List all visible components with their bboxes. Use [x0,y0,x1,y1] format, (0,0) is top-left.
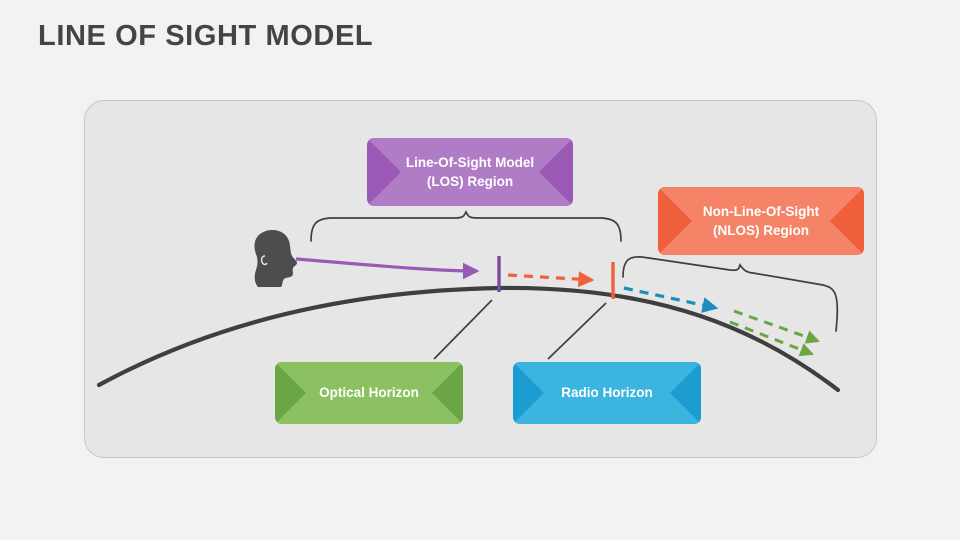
box-label: Non-Line-Of-Sight (NLOS) Region [693,202,829,240]
box-label-line1: Non-Line-Of-Sight [702,203,820,219]
box-label: Radio Horizon [551,383,663,402]
chevron-decoration [658,187,864,255]
chevron-decoration [275,362,463,424]
box-line-of-sight-region[interactable]: Line-Of-Sight Model (LOS) Region [367,138,573,206]
box-label-line1: Line-Of-Sight Model [405,154,535,170]
box-label-line1: Optical Horizon [319,385,419,401]
chevron-decoration [513,362,701,424]
box-label-line2: (LOS) Region [426,174,514,189]
box-non-line-of-sight-region[interactable]: Non-Line-Of-Sight (NLOS) Region [658,187,864,255]
box-radio-horizon[interactable]: Radio Horizon [513,362,701,424]
box-label-line1: Radio Horizon [561,385,653,401]
box-optical-horizon[interactable]: Optical Horizon [275,362,463,424]
box-label: Line-Of-Sight Model (LOS) Region [396,153,544,191]
chevron-decoration [367,138,573,206]
box-label-line2: (NLOS) Region [712,223,809,238]
page-title: LINE OF SIGHT MODEL [38,20,374,52]
box-label: Optical Horizon [309,383,429,402]
